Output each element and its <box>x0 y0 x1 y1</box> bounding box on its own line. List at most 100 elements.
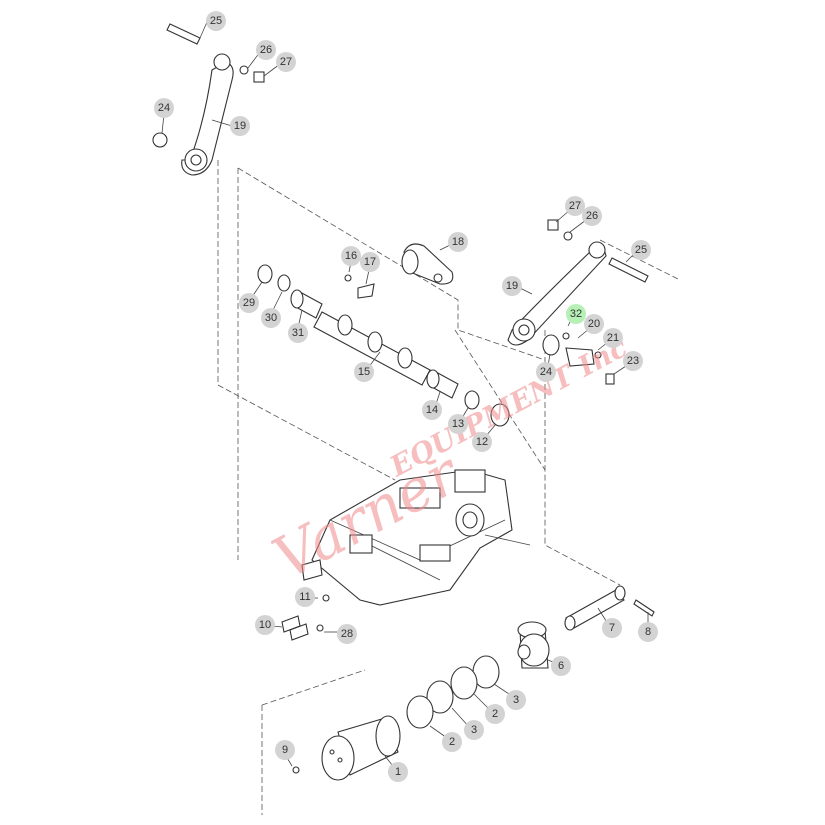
callout-27: 27 <box>276 52 296 72</box>
svg-text:9: 9 <box>282 744 288 756</box>
svg-text:7: 7 <box>609 622 615 634</box>
svg-text:2: 2 <box>449 736 455 748</box>
callout-7: 7 <box>602 618 622 638</box>
callout-28: 28 <box>337 624 357 644</box>
svg-text:18: 18 <box>452 236 464 248</box>
callout-25-right: 25 <box>631 240 651 260</box>
svg-text:15: 15 <box>358 366 370 378</box>
callout-26-right: 26 <box>582 206 602 226</box>
svg-text:26: 26 <box>586 210 598 222</box>
callout-17: 17 <box>360 252 380 272</box>
svg-text:26: 26 <box>260 44 272 56</box>
svg-text:17: 17 <box>364 256 376 268</box>
callout-11: 11 <box>295 587 315 607</box>
callout-3-lower: 3 <box>464 720 484 740</box>
bushing-31 <box>290 289 323 319</box>
svg-text:11: 11 <box>299 591 310 603</box>
left-o-ring <box>152 132 168 148</box>
callout-6: 6 <box>551 656 571 676</box>
callout-13: 13 <box>448 414 468 434</box>
callout-19-right: 19 <box>502 276 522 296</box>
svg-text:19: 19 <box>506 280 518 292</box>
clip-16-17 <box>344 274 375 299</box>
svg-text:25: 25 <box>210 15 222 27</box>
svg-text:10: 10 <box>259 619 271 631</box>
left-lift-arm <box>181 53 234 176</box>
svg-text:8: 8 <box>645 626 651 638</box>
lever-18 <box>401 243 454 285</box>
ring-29 <box>257 264 273 284</box>
right-lift-arm <box>507 241 607 346</box>
pin-8 <box>633 599 655 617</box>
callout-20: 20 <box>584 314 604 334</box>
right-pin <box>608 257 649 283</box>
svg-text:20: 20 <box>588 318 600 330</box>
callout-27-right: 27 <box>565 196 585 216</box>
svg-text:19: 19 <box>234 120 246 132</box>
callout-16: 16 <box>341 246 361 266</box>
callout-15: 15 <box>354 362 374 382</box>
svg-text:24: 24 <box>540 366 552 378</box>
ring-12 <box>490 403 510 427</box>
svg-text:32: 32 <box>570 308 582 320</box>
svg-text:31: 31 <box>292 327 304 339</box>
callout-9: 9 <box>275 740 295 760</box>
svg-text:27: 27 <box>569 200 581 212</box>
svg-text:3: 3 <box>513 694 519 706</box>
callout-1: 1 <box>388 762 408 782</box>
svg-text:12: 12 <box>476 436 488 448</box>
rod-7 <box>564 585 626 631</box>
callout-2-upper: 2 <box>485 704 505 724</box>
svg-text:29: 29 <box>243 297 255 309</box>
callout-24: 24 <box>154 98 174 118</box>
ring-13 <box>464 390 480 410</box>
callout-29: 29 <box>239 293 259 313</box>
o-ring-9 <box>292 766 300 774</box>
svg-text:30: 30 <box>265 312 277 324</box>
svg-text:6: 6 <box>558 660 564 672</box>
cylinder-1 <box>321 715 401 781</box>
bolts-10-11-28 <box>281 594 330 641</box>
callout-19: 19 <box>230 116 250 136</box>
callout-23: 23 <box>623 351 643 371</box>
left-washer-bolt <box>239 65 265 83</box>
callout-31: 31 <box>288 323 308 343</box>
svg-text:3: 3 <box>471 724 477 736</box>
ring-30 <box>277 274 291 292</box>
arm-hub-20-21 <box>542 332 615 385</box>
svg-text:27: 27 <box>280 56 292 68</box>
callout-14: 14 <box>422 400 442 420</box>
callout-18: 18 <box>448 232 468 252</box>
callout-2-lower: 2 <box>442 732 462 752</box>
svg-text:13: 13 <box>452 418 464 430</box>
svg-text:23: 23 <box>627 355 639 367</box>
callout-8: 8 <box>638 622 658 642</box>
assembly-guide-lines <box>217 160 681 815</box>
left-pin <box>166 23 201 45</box>
rocker-shaft <box>313 311 431 386</box>
callout-3-upper: 3 <box>506 690 526 710</box>
svg-text:14: 14 <box>426 404 438 416</box>
svg-text:1: 1 <box>395 766 401 778</box>
svg-text:24: 24 <box>158 102 170 114</box>
callout-10: 10 <box>255 615 275 635</box>
svg-text:16: 16 <box>345 250 357 262</box>
svg-text:25: 25 <box>635 244 647 256</box>
valve-housing <box>301 469 531 606</box>
bushing-14 <box>426 369 459 399</box>
callout-26: 26 <box>256 40 276 60</box>
piston-6 <box>517 621 550 669</box>
callout-12: 12 <box>472 432 492 452</box>
callout-25: 25 <box>206 11 226 31</box>
right-washer-bolt <box>547 219 573 241</box>
callout-30: 30 <box>261 308 281 328</box>
callout-24-right: 24 <box>536 362 556 382</box>
svg-text:21: 21 <box>607 332 619 344</box>
svg-text:28: 28 <box>341 628 353 640</box>
callout-21: 21 <box>603 328 623 348</box>
seal-rings <box>406 655 500 729</box>
callout-32-highlighted: 32 <box>566 304 586 324</box>
svg-text:2: 2 <box>492 708 498 720</box>
watermark-equipment: EQUIPMENT Inc <box>384 330 633 483</box>
